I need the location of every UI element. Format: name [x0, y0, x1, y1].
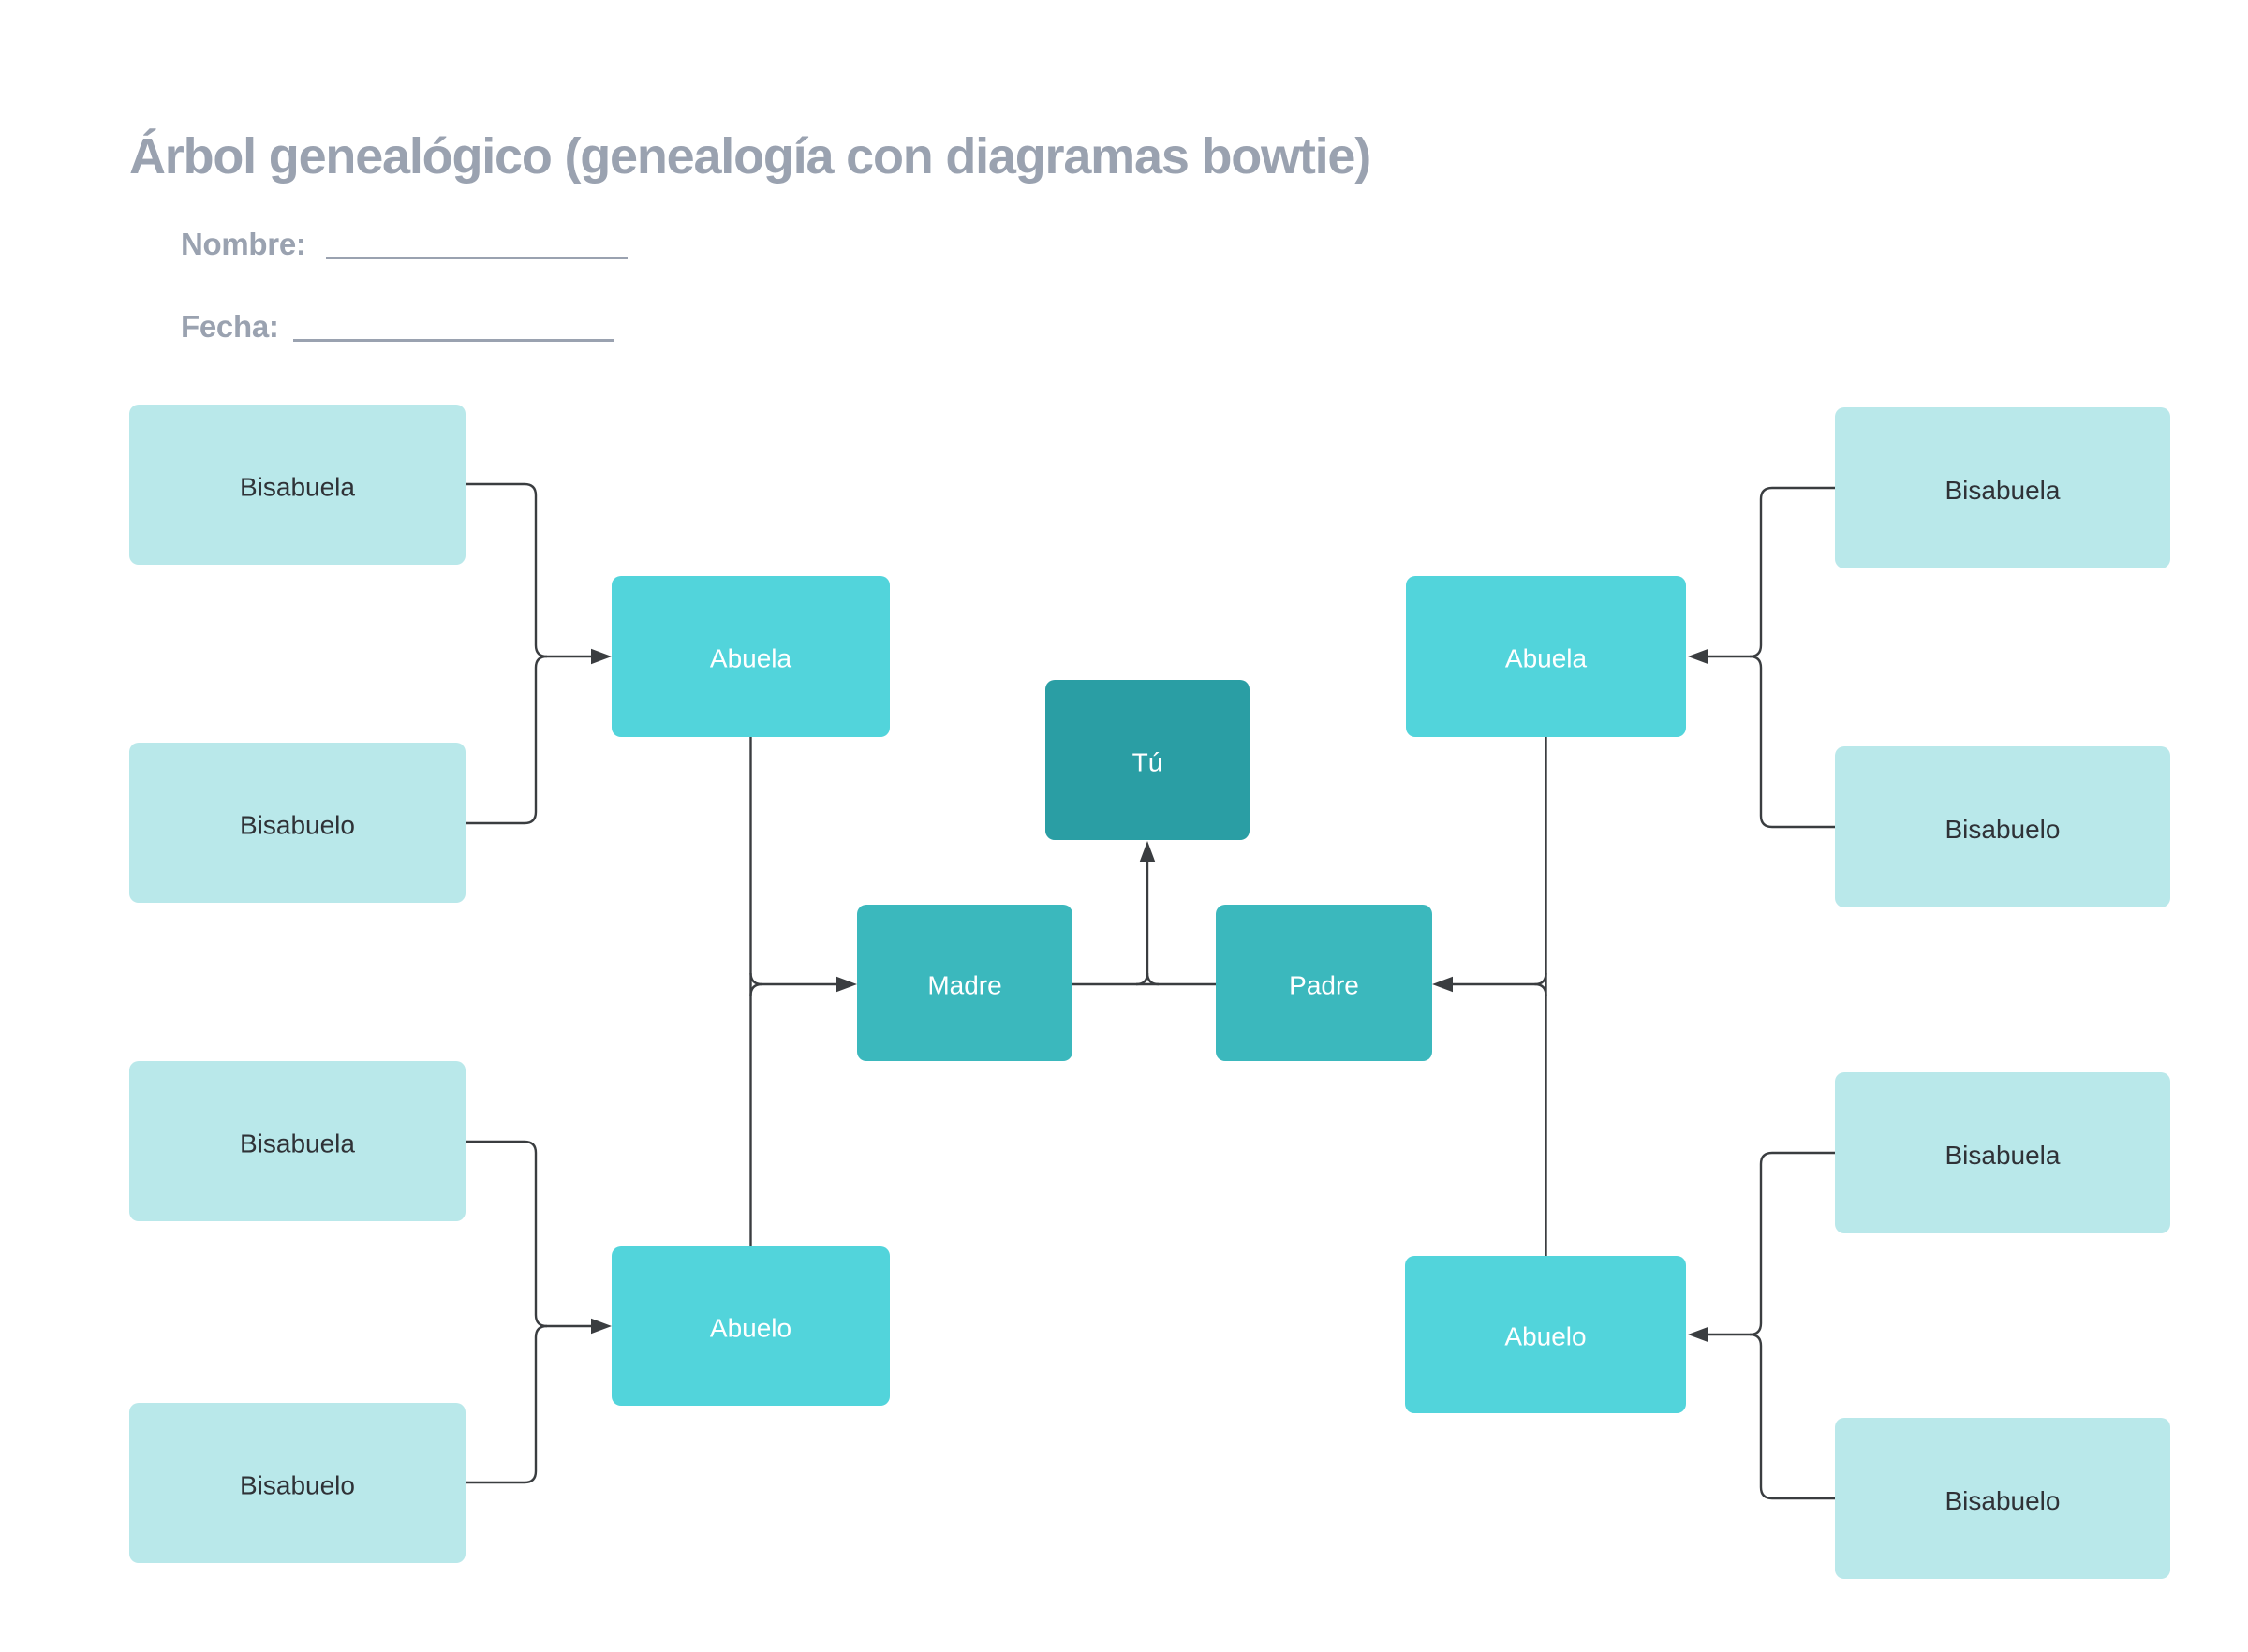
- svg-text:Bisabuela: Bisabuela: [1945, 1141, 2061, 1170]
- svg-text:Madre: Madre: [927, 971, 1001, 1000]
- svg-text:Abuela: Abuela: [1505, 644, 1588, 673]
- svg-text:Árbol genealógico (genealogía: Árbol genealógico (genealogía con diagra…: [129, 128, 1370, 184]
- svg-text:Bisabuela: Bisabuela: [1945, 476, 2061, 505]
- svg-text:Tú: Tú: [1132, 748, 1163, 777]
- svg-text:Abuela: Abuela: [710, 644, 792, 673]
- svg-text:Bisabuelo: Bisabuelo: [240, 811, 355, 840]
- svg-text:Abuelo: Abuelo: [1504, 1322, 1586, 1351]
- svg-text:Bisabuelo: Bisabuelo: [240, 1471, 355, 1500]
- svg-text:Fecha:: Fecha:: [181, 309, 279, 344]
- svg-text:Bisabuela: Bisabuela: [240, 1129, 355, 1158]
- svg-text:Bisabuelo: Bisabuelo: [1945, 1486, 2061, 1515]
- svg-text:Bisabuela: Bisabuela: [240, 473, 355, 502]
- svg-text:Nombre:: Nombre:: [181, 227, 306, 261]
- svg-text:Padre: Padre: [1289, 971, 1359, 1000]
- svg-text:Abuelo: Abuelo: [710, 1314, 791, 1343]
- svg-text:Bisabuelo: Bisabuelo: [1945, 815, 2061, 844]
